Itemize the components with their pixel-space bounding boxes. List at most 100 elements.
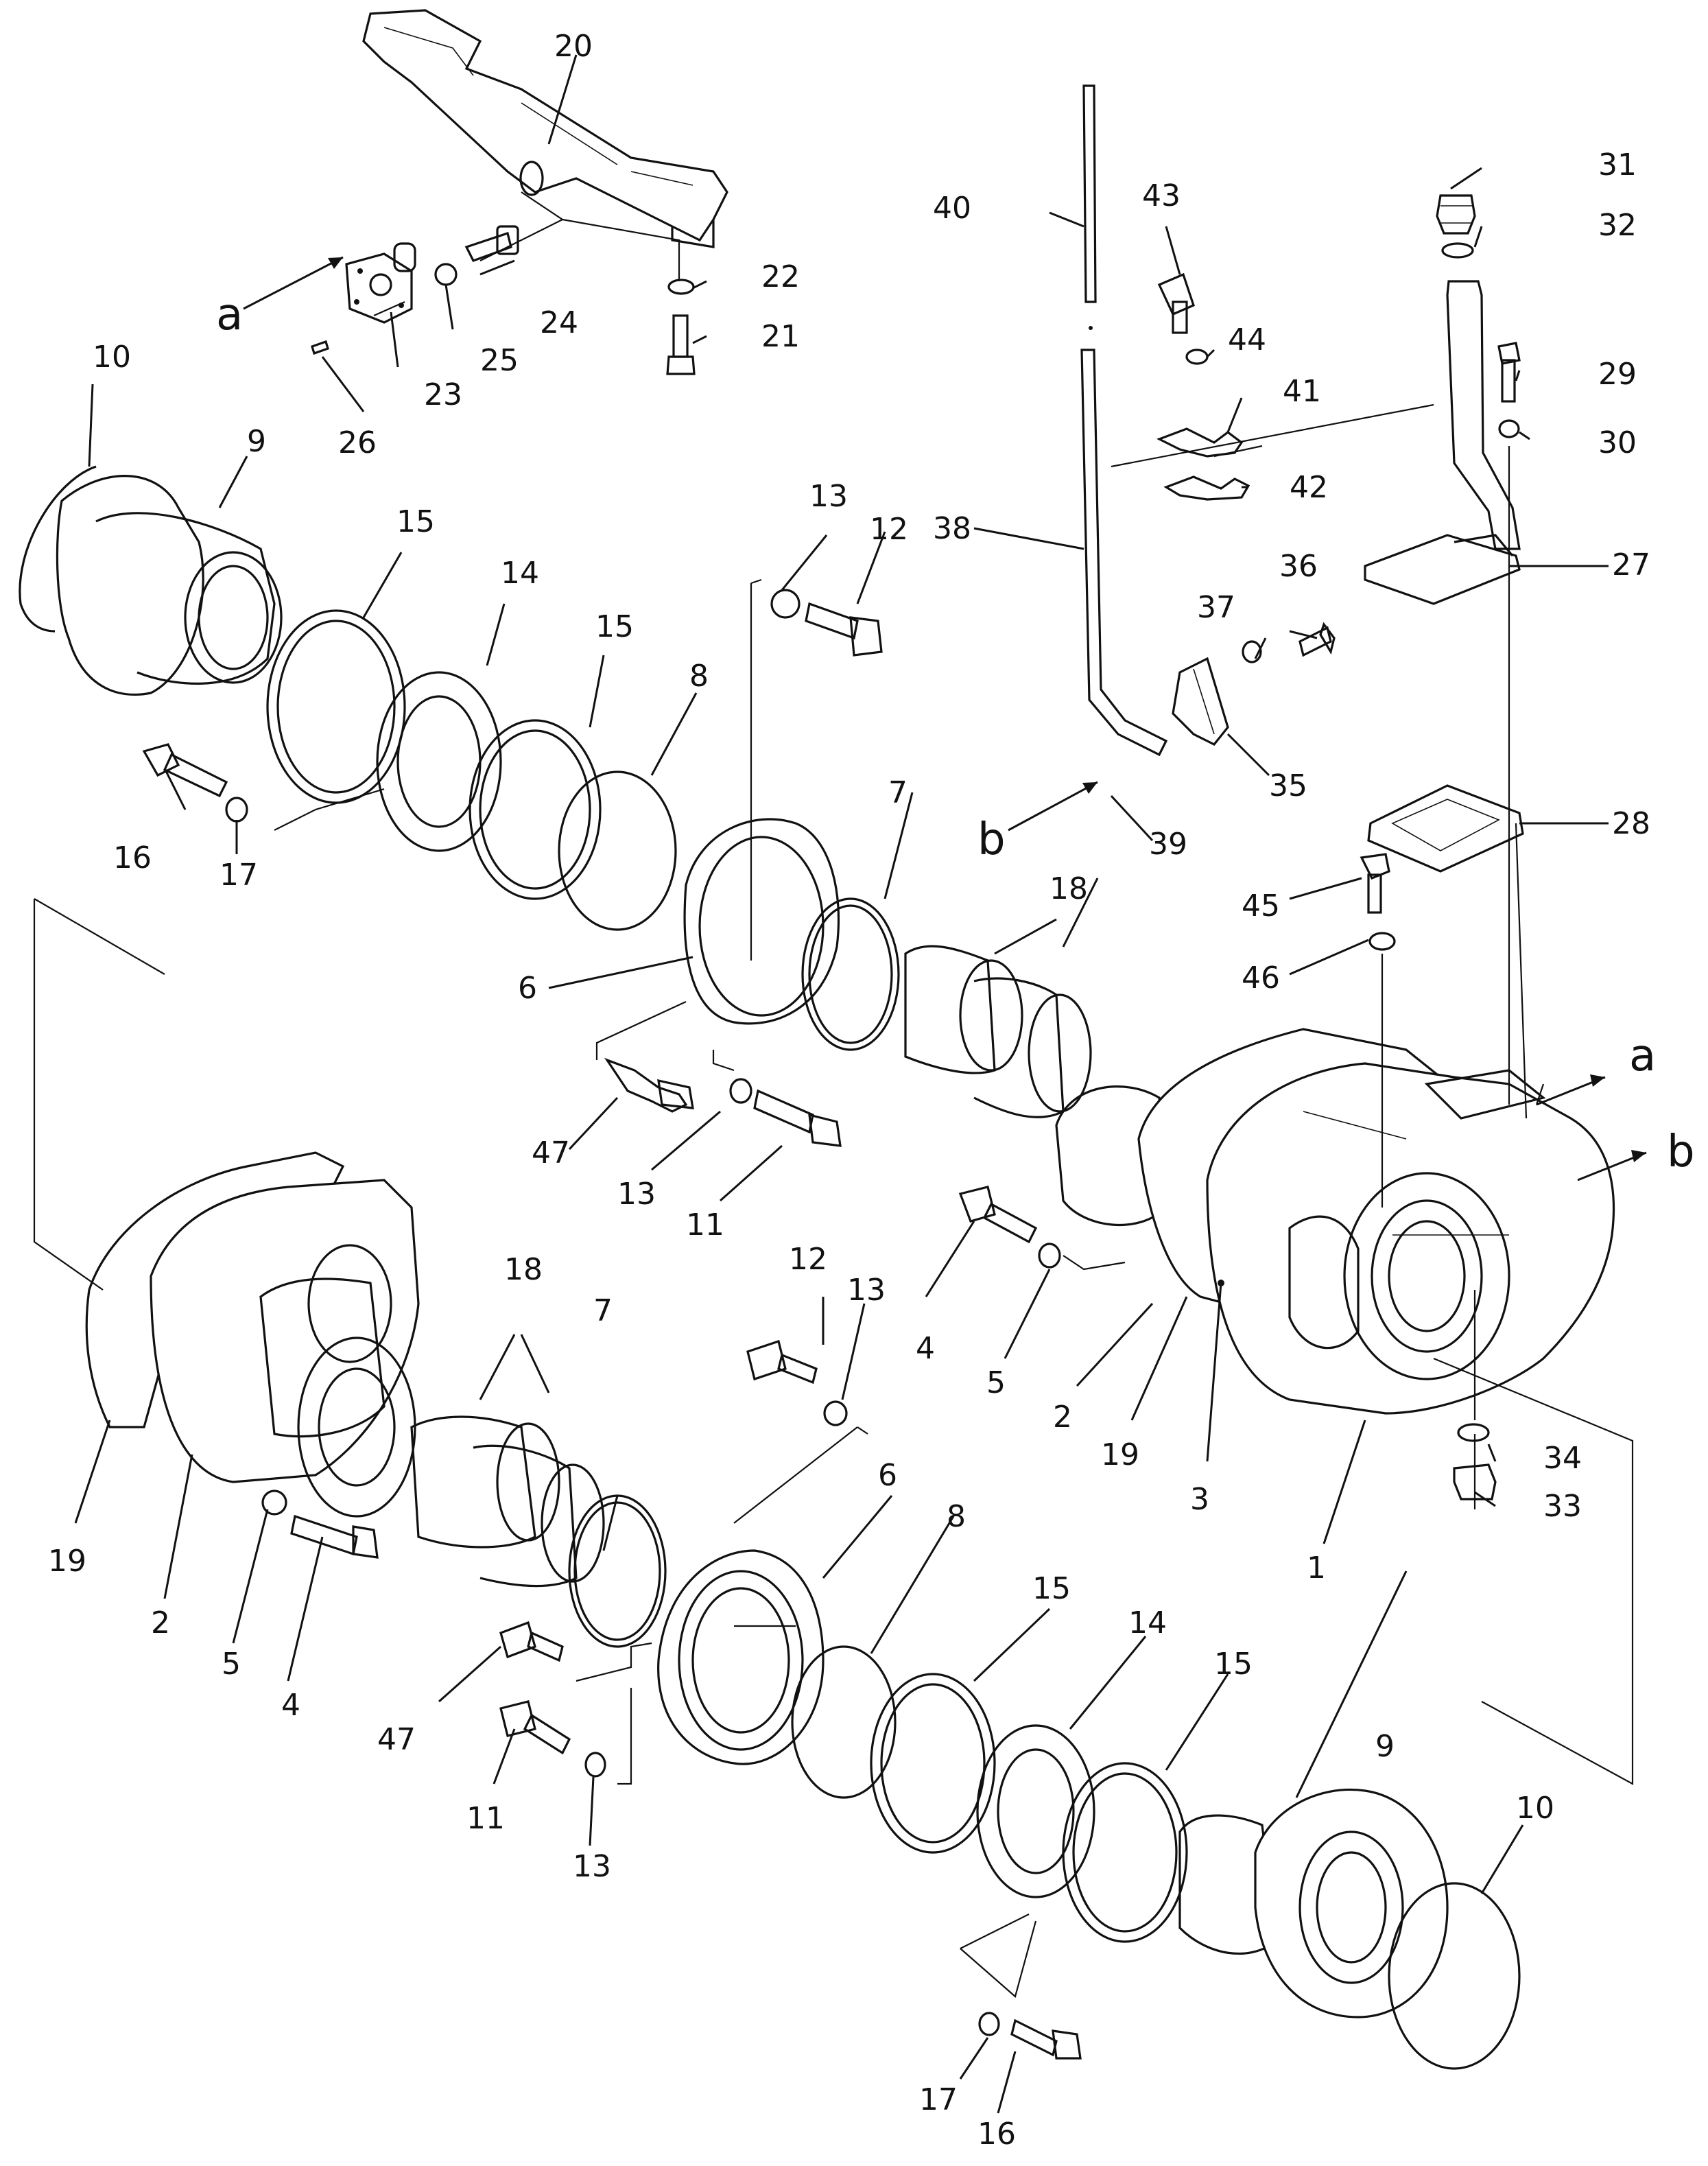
callout-42: 42 xyxy=(1290,470,1328,505)
part-main-housing-1 xyxy=(1055,1028,1615,1415)
part-lower-bushings-18 xyxy=(410,1415,605,1588)
callout-32: 32 xyxy=(1598,208,1637,243)
callout-34: 34 xyxy=(1543,1441,1582,1476)
ref-letter-a-right: a xyxy=(1629,1031,1656,1081)
callout-8-upper: 8 xyxy=(689,659,709,694)
part-36-37-35 xyxy=(1172,622,1336,746)
callout-15-upper-b: 15 xyxy=(595,609,634,644)
callout-16-upper: 16 xyxy=(113,840,152,875)
part-drawings xyxy=(19,9,1615,2070)
callout-11-mid: 11 xyxy=(686,1208,724,1243)
callout-3: 3 xyxy=(1190,1482,1209,1517)
part-28-45-46 xyxy=(1360,784,1524,951)
part-lower-rings xyxy=(870,1673,1188,1943)
part-43-44-41-42-clamp xyxy=(1157,272,1250,501)
callout-26: 26 xyxy=(338,425,377,460)
callout-19-mid: 19 xyxy=(1101,1437,1139,1472)
callout-15-lower-b: 15 xyxy=(1214,1647,1253,1682)
callout-27: 27 xyxy=(1612,548,1650,582)
callout-13-lower: 13 xyxy=(847,1273,886,1308)
callout-47-upper: 47 xyxy=(532,1135,570,1170)
callout-16-lower: 16 xyxy=(977,2117,1016,2152)
part-20-bracket xyxy=(362,9,728,248)
part-upper-cover-6 xyxy=(683,818,1092,1118)
reference-letters: a b a b xyxy=(216,290,1695,1177)
callout-13-bottom: 13 xyxy=(573,1849,611,1884)
part-23-plate-group xyxy=(311,225,519,355)
callout-30: 30 xyxy=(1598,425,1637,460)
callout-35: 35 xyxy=(1269,768,1307,803)
callout-21: 21 xyxy=(761,319,800,354)
callout-9-upper: 9 xyxy=(247,424,266,459)
reference-arrows xyxy=(243,256,1647,1181)
callout-4-lower: 4 xyxy=(281,1688,300,1723)
callout-31: 31 xyxy=(1598,148,1637,183)
callout-8-lower: 8 xyxy=(947,1499,966,1534)
callout-14-lower: 14 xyxy=(1128,1605,1167,1640)
callout-labels: 20 40 43 31 32 22 24 21 25 23 26 44 41 2… xyxy=(48,29,1650,2152)
callout-5-lower: 5 xyxy=(222,1647,241,1682)
callout-2-lower: 2 xyxy=(151,1605,170,1640)
part-21-22-bolt-washer xyxy=(666,279,696,375)
callout-36: 36 xyxy=(1279,549,1318,584)
callout-9-lower: 9 xyxy=(1375,1729,1395,1764)
callout-47-lower: 47 xyxy=(377,1722,416,1757)
callout-13-mid: 13 xyxy=(617,1177,656,1212)
callout-39: 39 xyxy=(1149,827,1187,862)
part-mid-bolts xyxy=(604,1057,842,1147)
callout-18-lower: 18 xyxy=(504,1252,543,1287)
assembly-lines xyxy=(33,191,1634,1998)
part-31-32-27-breather xyxy=(1364,194,1521,605)
callout-12-upper: 12 xyxy=(870,512,908,547)
ref-letter-b-left: b xyxy=(977,814,1006,865)
callout-13-upper: 13 xyxy=(809,479,848,514)
callout-15-upper-a: 15 xyxy=(396,504,435,539)
callout-10-lower: 10 xyxy=(1516,1791,1554,1826)
callout-17-lower: 17 xyxy=(919,2082,958,2117)
callout-19-lower: 19 xyxy=(48,1544,86,1579)
part-upper-left-stack xyxy=(19,465,677,931)
ref-letter-b-right: b xyxy=(1667,1127,1695,1177)
part-40-38-dipstick-tube xyxy=(1080,84,1168,757)
callout-38: 38 xyxy=(933,511,971,546)
callout-12-lower: 12 xyxy=(789,1242,827,1277)
callout-4-mid: 4 xyxy=(916,1331,935,1366)
leader-lines xyxy=(74,54,1609,2114)
part-lower-cover-6 xyxy=(568,1494,897,1799)
callout-24: 24 xyxy=(540,305,578,340)
callout-23: 23 xyxy=(424,377,462,412)
callout-45: 45 xyxy=(1242,888,1280,923)
callout-40: 40 xyxy=(933,191,971,226)
part-lower-hub-9-seal-10 xyxy=(1178,1788,1521,2070)
callout-28: 28 xyxy=(1612,806,1650,841)
callout-14-upper: 14 xyxy=(501,556,539,591)
callout-22: 22 xyxy=(761,259,800,294)
callout-20: 20 xyxy=(554,29,593,64)
callout-43: 43 xyxy=(1142,178,1181,213)
part-lower-bolts xyxy=(261,1339,1082,2060)
callout-41: 41 xyxy=(1283,374,1321,409)
callout-6-upper: 6 xyxy=(518,971,537,1006)
callout-7-lower: 7 xyxy=(593,1293,613,1328)
part-upper-bolts xyxy=(142,589,883,823)
callout-29: 29 xyxy=(1598,357,1637,392)
callout-37: 37 xyxy=(1197,590,1235,625)
part-lower-left-housing xyxy=(85,1151,420,1518)
callout-25: 25 xyxy=(480,343,519,378)
callout-2-mid: 2 xyxy=(1053,1400,1072,1435)
callout-33: 33 xyxy=(1543,1489,1582,1524)
callout-44: 44 xyxy=(1228,322,1266,357)
callout-1: 1 xyxy=(1307,1551,1326,1586)
callout-7-upper: 7 xyxy=(888,775,908,810)
ref-letter-a-left: a xyxy=(216,290,243,340)
callout-18-upper: 18 xyxy=(1049,871,1088,906)
callout-46: 46 xyxy=(1242,961,1280,996)
callout-11-lower: 11 xyxy=(466,1801,505,1836)
callout-6-lower: 6 xyxy=(878,1458,897,1493)
part-4-5-bolt-washer xyxy=(958,1186,1061,1269)
callout-17-upper: 17 xyxy=(220,858,258,893)
callout-10-upper: 10 xyxy=(93,340,131,375)
part-33-34-drain xyxy=(1453,1423,1497,1500)
callout-15-lower-a: 15 xyxy=(1032,1571,1071,1606)
